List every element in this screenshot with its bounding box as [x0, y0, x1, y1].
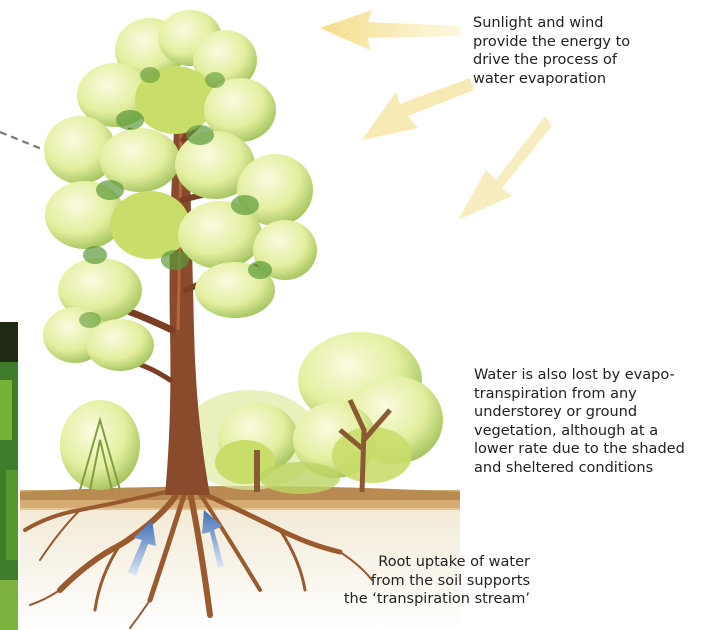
caption-sunlight-wind: Sunlight and wind provide the energy to …: [473, 14, 703, 88]
caption-understorey-evapotranspiration: Water is also lost by evapo- transpirati…: [474, 366, 704, 477]
sun-arrow-middle: [362, 78, 474, 140]
caption-root-uptake: Root uptake of water from the soil suppo…: [330, 553, 530, 609]
sun-arrow-top: [320, 10, 460, 50]
photo-strip: [0, 322, 18, 630]
sun-arrow-bottom: [458, 116, 552, 220]
dashed-leader-line: [0, 132, 44, 150]
